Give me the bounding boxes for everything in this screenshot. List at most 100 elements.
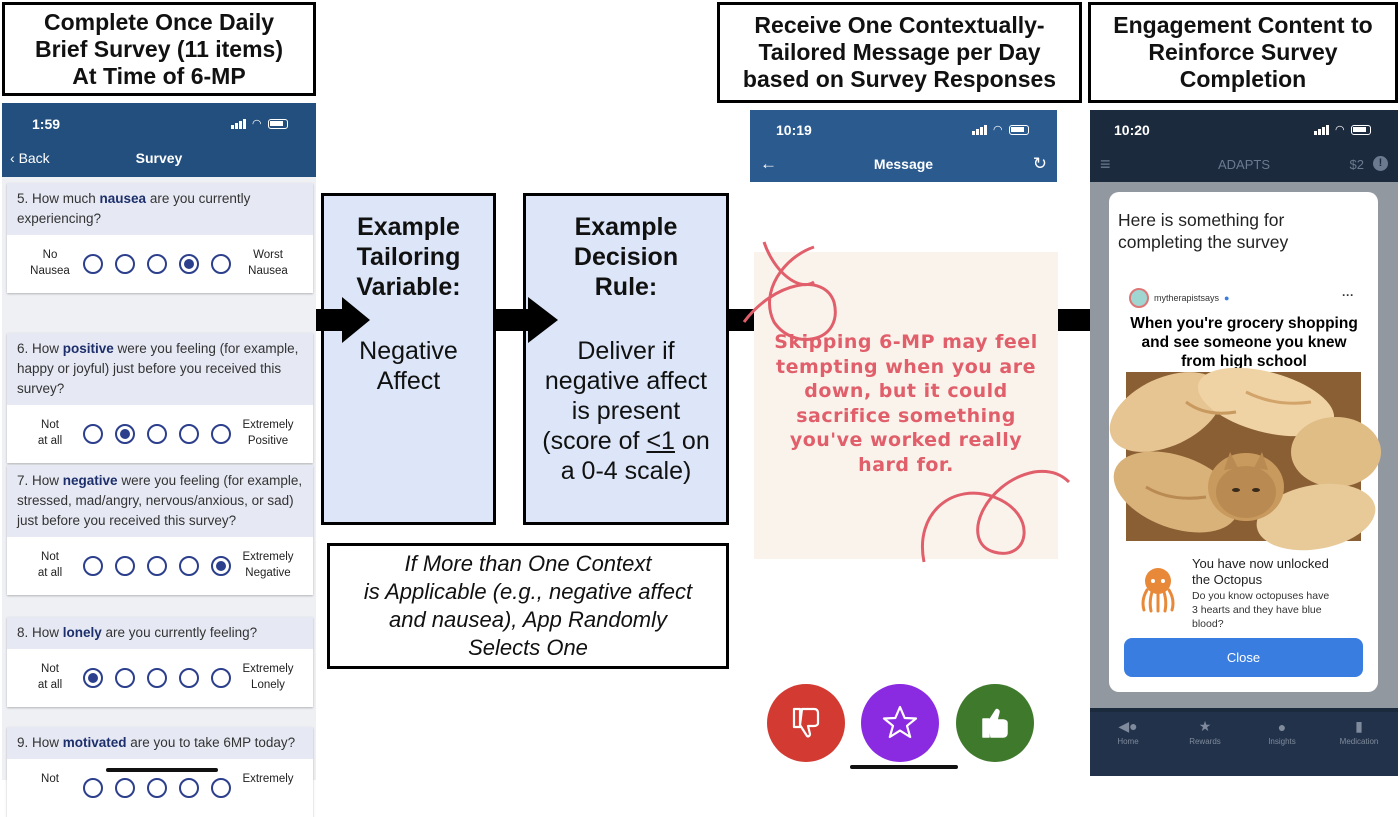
radio-group <box>83 556 231 576</box>
bread-cat-illustration <box>1109 367 1381 551</box>
radio-option-5[interactable] <box>211 778 231 798</box>
thumbs-down-icon <box>792 707 820 738</box>
close-button[interactable]: Close <box>1124 638 1363 677</box>
radio-option-2[interactable] <box>115 556 135 576</box>
radio-option-4[interactable] <box>179 778 199 798</box>
thumbs-down-button[interactable] <box>767 684 845 762</box>
meme-caption: When you're grocery shopping and see som… <box>1130 315 1358 370</box>
radio-option-1[interactable] <box>83 424 103 444</box>
back-arrow-icon[interactable]: ← <box>760 154 777 173</box>
radio-option-3[interactable] <box>147 254 167 274</box>
radio-option-2[interactable] <box>115 668 135 688</box>
question-text: 8. How lonely are you currently feeling? <box>7 617 313 649</box>
arrow-right-icon <box>494 297 558 343</box>
app-name: ADAPTS <box>1217 157 1270 172</box>
status-icons: ◠ <box>1314 124 1371 136</box>
radio-group <box>83 778 231 798</box>
radio-group <box>83 424 231 444</box>
status-time: 10:20 <box>1114 122 1150 138</box>
battery-icon <box>1350 125 1371 135</box>
decision-heading: Example Decision Rule: <box>573 213 679 301</box>
home-indicator <box>106 768 218 772</box>
tab-medication[interactable]: ▮Medication <box>1329 718 1389 746</box>
scale-low-label: Not at all <box>37 419 63 447</box>
signal-icon <box>231 119 246 129</box>
bread-cat-image <box>1109 367 1381 551</box>
status-icons: ◠ <box>231 119 288 130</box>
radio-option-4[interactable] <box>179 556 199 576</box>
survey-nav-bar: 1:59 ◠ ‹ Back Survey <box>2 103 316 177</box>
back-button[interactable]: ‹ Back <box>10 150 50 166</box>
star-icon: ★ <box>1198 718 1212 734</box>
scale-high-label: Worst Nausea <box>248 249 288 277</box>
message-nav-bar: 10:19 ◠ ← Message ↻ <box>750 110 1057 182</box>
scale-low-label: No Nausea <box>30 249 70 277</box>
radio-option-5[interactable] <box>211 424 231 444</box>
decision-rule-box: Example Decision Rule: Deliver if negati… <box>523 193 729 525</box>
thumbs-up-button[interactable] <box>956 684 1034 762</box>
radio-option-2[interactable] <box>115 778 135 798</box>
alert-icon[interactable]: ! <box>1373 156 1388 171</box>
message-step-title: Receive One Contextually- Tailored Messa… <box>717 2 1082 103</box>
chevron-left-icon: ‹ <box>10 150 15 166</box>
question-card: 8. How lonely are you currently feeling?… <box>7 617 313 707</box>
radio-option-1[interactable] <box>83 254 103 274</box>
radio-option-4[interactable] <box>179 424 199 444</box>
question-text: 9. How motivated are you to take 6MP tod… <box>7 727 313 759</box>
radio-option-5[interactable] <box>211 668 231 688</box>
favorite-button[interactable] <box>861 684 939 762</box>
scale-high-label: Extremely Negative <box>242 551 294 579</box>
radio-option-5[interactable] <box>211 556 231 576</box>
tailoring-body: Negative Affect <box>359 337 458 395</box>
tab-home[interactable]: ◀●Home <box>1098 718 1158 746</box>
question-card: 5. How much nausea are you currently exp… <box>7 183 313 293</box>
verified-icon: ● <box>1224 293 1230 303</box>
account-name: mytherapistsays <box>1154 293 1220 303</box>
random-selection-note: If More than One Context is Applicable (… <box>327 543 729 669</box>
radio-option-3[interactable] <box>147 778 167 798</box>
tab-insights[interactable]: ●Insights <box>1252 719 1312 746</box>
radio-option-1[interactable] <box>83 556 103 576</box>
pill-bottle-icon: ▮ <box>1355 718 1363 734</box>
avatar <box>1129 288 1149 308</box>
scale-high-label: Extremely <box>242 773 294 785</box>
signal-icon <box>972 125 987 135</box>
unlock-description: Do you know octopuses have 3 hearts and … <box>1192 590 1330 630</box>
question-card: 6. How positive were you feeling (for ex… <box>7 333 313 463</box>
radio-option-3[interactable] <box>147 668 167 688</box>
engagement-step-title: Engagement Content to Reinforce Survey C… <box>1088 2 1398 103</box>
status-time: 1:59 <box>32 116 61 132</box>
radio-option-4[interactable] <box>179 254 199 274</box>
fish-icon: ◀● <box>1118 718 1138 734</box>
reward-modal: Here is something for completing the sur… <box>1109 192 1381 692</box>
scale-high-label: Extremely Positive <box>242 419 294 447</box>
status-icons: ◠ <box>972 124 1029 136</box>
tab-rewards[interactable]: ★Rewards <box>1175 718 1235 746</box>
radio-option-3[interactable] <box>147 424 167 444</box>
radio-option-5[interactable] <box>211 254 231 274</box>
status-time: 10:19 <box>776 122 812 138</box>
question-text: 7. How negative were you feeling (for ex… <box>7 465 313 537</box>
radio-option-2[interactable] <box>115 424 135 444</box>
thumbs-up-icon <box>982 708 1008 738</box>
radio-option-3[interactable] <box>147 556 167 576</box>
back-label: Back <box>18 150 50 166</box>
message-title: Message <box>873 156 934 172</box>
tailored-message-card: Skipping 6-MP may feel tempting when you… <box>742 241 1071 563</box>
menu-icon[interactable]: ≡ <box>1100 154 1111 174</box>
lightbulb-icon: ● <box>1277 719 1287 735</box>
more-options-icon[interactable]: ··· <box>1342 288 1354 302</box>
radio-option-4[interactable] <box>179 668 199 688</box>
radio-option-1[interactable] <box>83 668 103 688</box>
wifi-icon: ◠ <box>993 124 1003 136</box>
rating-scale: No Nausea Worst Nausea <box>7 235 313 293</box>
octopus-icon <box>1141 568 1175 613</box>
refresh-icon[interactable]: ↻ <box>1032 154 1047 173</box>
radio-option-1[interactable] <box>83 778 103 798</box>
post-author: mytherapistsays ● <box>1129 288 1229 308</box>
radio-option-2[interactable] <box>115 254 135 274</box>
tailoring-variable-box: Example Tailoring Variable: Negative Aff… <box>321 193 496 525</box>
survey-step-title: Complete Once Daily Brief Survey (11 ite… <box>2 2 316 96</box>
wifi-icon: ◠ <box>1335 124 1345 136</box>
